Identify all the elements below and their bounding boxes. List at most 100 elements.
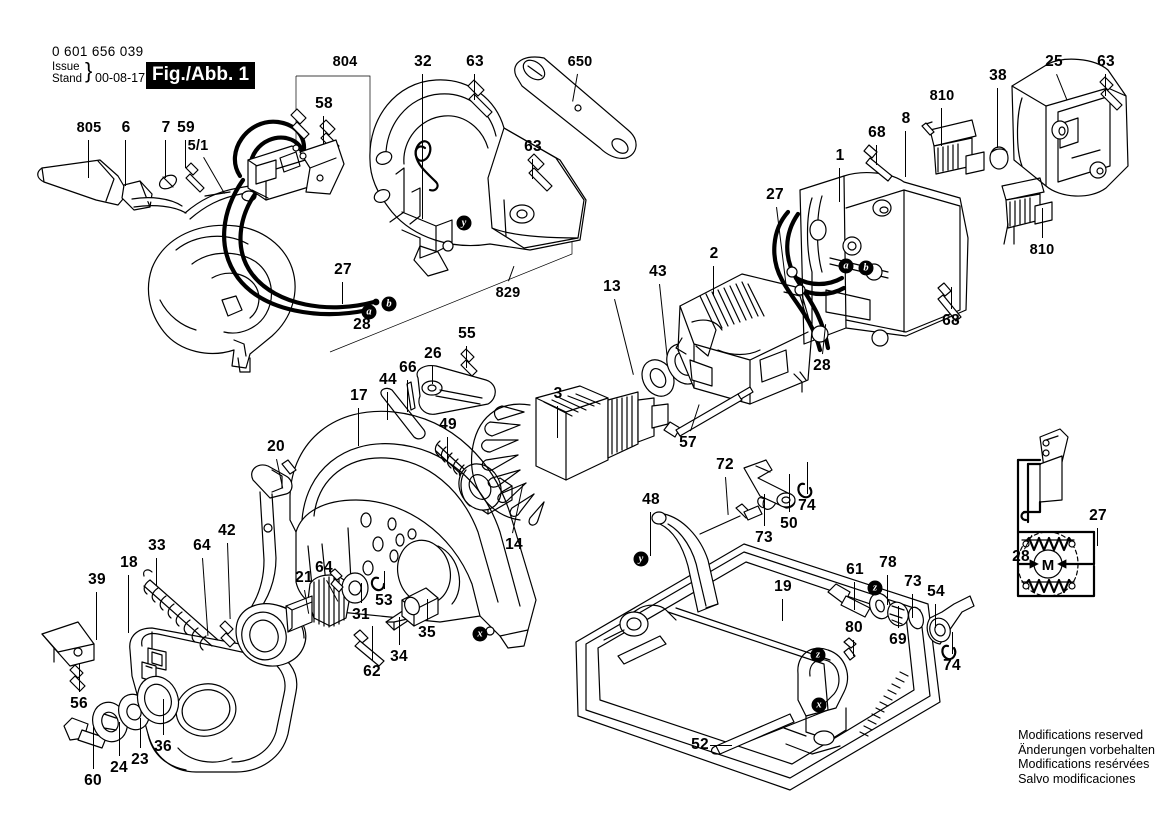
part-callout-23: 23 (131, 751, 149, 768)
leader-line (124, 140, 126, 186)
notice-line-fr: Modifications resérvées (1018, 757, 1150, 771)
part-callout-59: 59 (177, 119, 195, 136)
leader-line (886, 575, 888, 605)
part-callout-650: 650 (567, 54, 593, 70)
leader-line (87, 140, 89, 178)
key-marker-a2: a (838, 258, 854, 274)
figure-badge: Fig./Abb. 1 (146, 62, 256, 89)
part-callout-38: 38 (989, 67, 1007, 84)
leader-line (406, 380, 408, 412)
part-callout-35: 35 (418, 624, 436, 641)
leader-line (93, 727, 95, 769)
part-callout-73a: 73 (755, 529, 773, 546)
part-callout-17: 17 (350, 387, 368, 404)
group-wiring-schematic: M (1016, 428, 1096, 598)
part-callout-32: 32 (414, 53, 432, 70)
part-callout-55: 55 (458, 325, 476, 342)
issue-date: 00-08-17 (95, 71, 146, 85)
part-callout-69: 69 (889, 631, 907, 648)
part-callout-27c: 27 (1089, 507, 1107, 524)
part-callout-25: 25 (1045, 53, 1063, 70)
part-callout-18: 18 (120, 554, 138, 571)
leader-line (911, 594, 913, 618)
part-callout-2: 2 (709, 245, 719, 262)
leader-line (838, 168, 840, 202)
group-tilt-quadrant-48 (651, 459, 813, 613)
part-callout-50: 50 (780, 515, 798, 532)
key-marker-a1: a (361, 304, 377, 320)
part-callout-49: 49 (439, 416, 457, 433)
part-callout-64a: 64 (193, 537, 211, 554)
leader-line (852, 640, 854, 656)
leader-line (341, 282, 343, 304)
leader-line (431, 366, 433, 384)
group-stator-2 (663, 273, 813, 438)
part-callout-63c: 63 (1097, 53, 1115, 70)
part-callout-74a: 74 (798, 497, 816, 514)
key-marker-z1: z (867, 580, 883, 596)
leader-line (789, 474, 791, 512)
part-callout-13: 13 (603, 278, 621, 295)
group-internal-wiring (772, 209, 847, 353)
group-brush-holder-26 (380, 348, 496, 481)
leader-line (386, 392, 388, 420)
group-bevel-hardware (827, 583, 975, 661)
leader-line (904, 131, 906, 177)
part-callout-1: 1 (835, 147, 845, 164)
part-callout-58: 58 (315, 95, 333, 112)
part-callout-36: 36 (154, 738, 172, 755)
leader-line (1104, 74, 1106, 96)
leader-line (996, 88, 998, 148)
leader-line (781, 599, 783, 621)
leader-line (853, 582, 855, 610)
part-callout-68a: 68 (868, 124, 886, 141)
part-callout-33: 33 (148, 537, 166, 554)
leader-line (184, 140, 186, 168)
part-callout-21: 21 (295, 569, 313, 586)
group-base-plate-19 (575, 543, 941, 791)
leader-line (952, 632, 954, 654)
group-wrench-650 (514, 56, 637, 159)
modifications-notice: Modifications reserved Änderungen vorbeh… (1018, 728, 1155, 786)
part-callout-68b: 68 (942, 312, 960, 329)
part-callout-829: 829 (495, 285, 521, 301)
leader-line (357, 408, 359, 446)
group-handle-shell (147, 224, 296, 373)
part-callout-57: 57 (679, 434, 697, 451)
leader-line (764, 494, 766, 526)
leader-line (384, 571, 386, 589)
spring-49 (434, 440, 465, 481)
leader-line (649, 512, 651, 556)
key-marker-y2: y (633, 551, 649, 567)
leader-line (1096, 528, 1098, 546)
part-callout-42: 42 (218, 522, 236, 539)
leader-line (164, 140, 166, 178)
key-marker-b2: b (858, 260, 874, 276)
part-callout-19: 19 (774, 578, 792, 595)
issue-brace: } (85, 58, 93, 83)
part-callout-27b: 27 (766, 186, 784, 203)
part-callout-44: 44 (379, 371, 397, 388)
part-callout-27a: 27 (334, 261, 352, 278)
leader-line (127, 575, 129, 633)
part-callout-5/1: 5/1 (187, 138, 209, 154)
issue-stand-labels: Issue Stand (52, 61, 82, 85)
leader-line (556, 406, 558, 438)
notice-line-de: Änderungen vorbehalten (1018, 742, 1155, 757)
part-callout-3: 3 (553, 385, 563, 402)
issue-label: Issue (52, 61, 80, 73)
leader-line (531, 159, 533, 179)
drawing-part-number: 0 601 656 039 (52, 44, 144, 59)
leader-line (446, 437, 448, 459)
part-callout-78: 78 (879, 554, 897, 571)
part-callout-39: 39 (88, 571, 106, 588)
leader-line (79, 664, 81, 692)
leader-line (710, 745, 732, 747)
notice-line-en: Modifications reserved (1018, 728, 1144, 742)
group-cord-assembly (37, 159, 280, 220)
leader-line (465, 346, 467, 368)
part-callout-53: 53 (375, 592, 393, 609)
part-callout-72: 72 (716, 456, 734, 473)
